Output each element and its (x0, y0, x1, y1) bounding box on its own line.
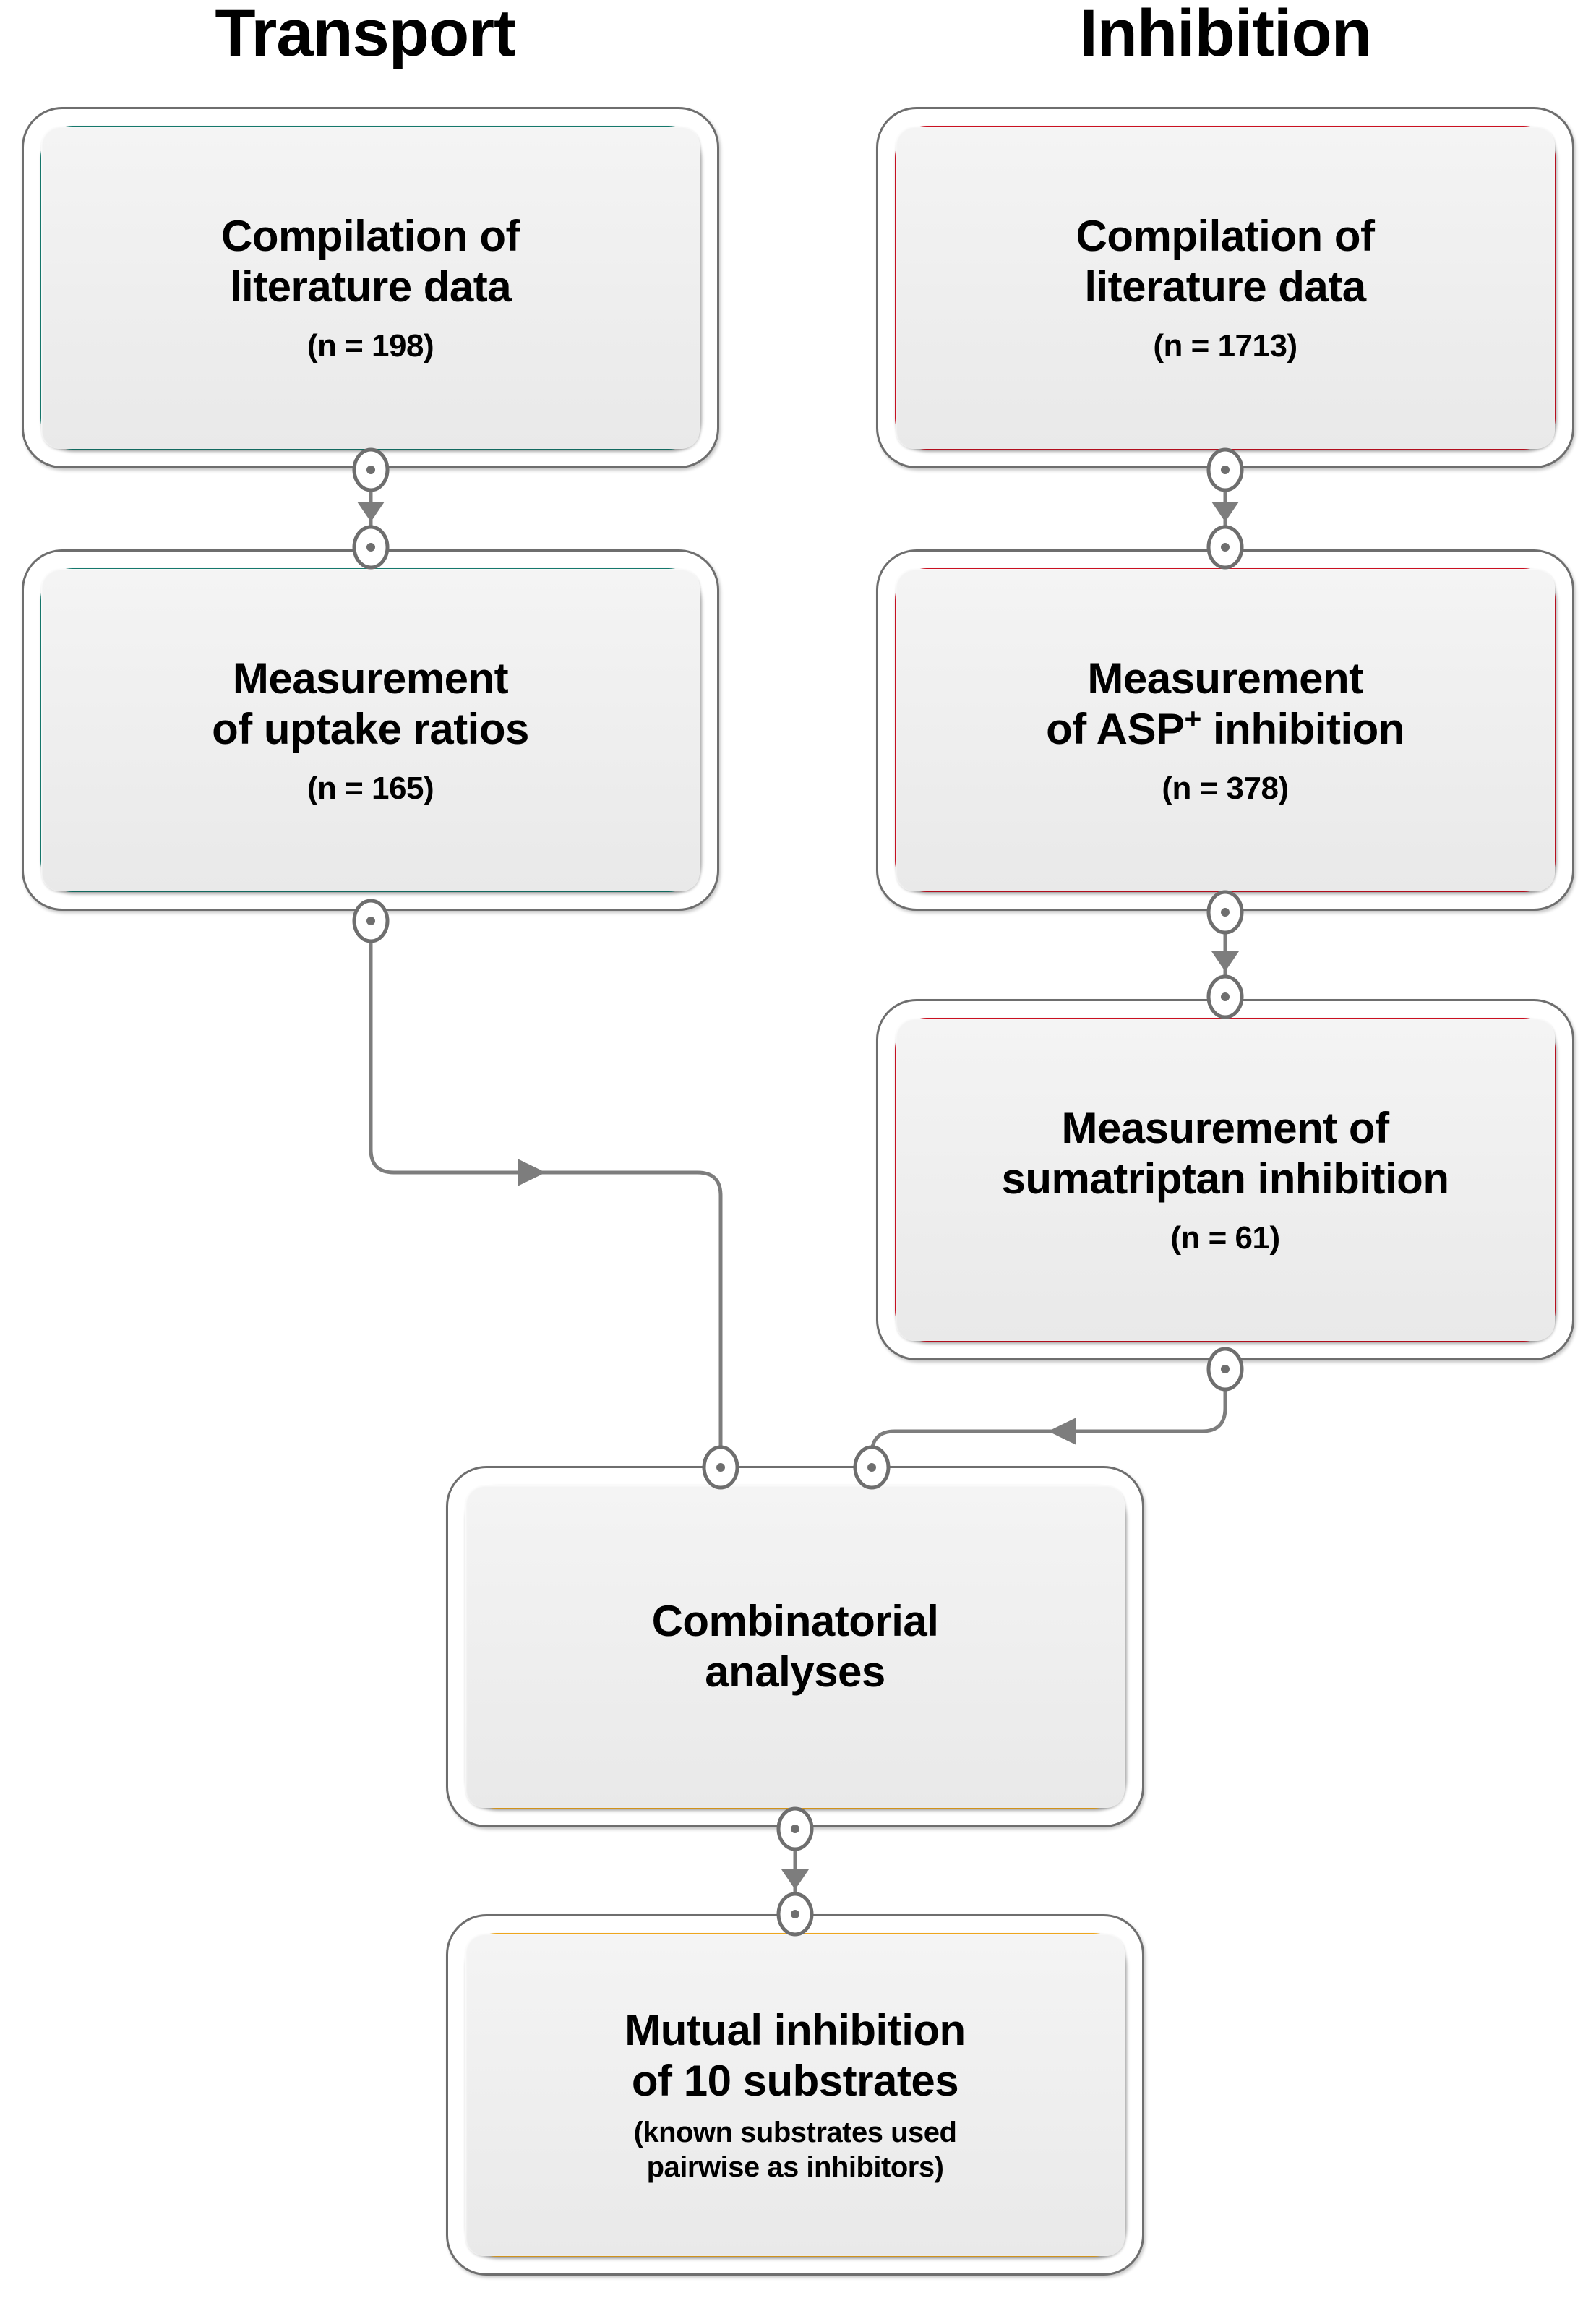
node-body: Measurement of uptake ratios (n = 165) (41, 569, 700, 891)
node-count: (known substrates used pairwise as inhib… (633, 2117, 957, 2183)
edge-line (369, 933, 723, 1466)
node-mutual-inhibition[interactable]: Mutual inhibition of 10 substrates (know… (446, 1914, 1144, 2276)
node-title: Measurement of sumatriptan inhibition (1001, 1104, 1449, 1203)
arrowhead-icon (781, 1869, 809, 1890)
node-body: Combinatorial analyses (466, 1485, 1125, 1808)
node-body: Compilation of literature data (n = 198) (41, 127, 700, 449)
column-title-inhibition: Inhibition (1079, 0, 1372, 70)
arrowhead-icon (357, 502, 385, 522)
arrowhead-icon (1211, 951, 1239, 972)
node-title-line2-pre: of ASP (1046, 705, 1185, 753)
node-inhibition-sumatriptan[interactable]: Measurement of sumatriptan inhibition (n… (876, 999, 1574, 1360)
node-count: (n = 165) (306, 770, 434, 806)
node-body: Mutual inhibition of 10 substrates (know… (466, 1934, 1125, 2256)
column-title-transport: Transport (215, 0, 515, 70)
node-transport-uptake[interactable]: Measurement of uptake ratios (n = 165) (22, 549, 719, 911)
arrowhead-icon (1211, 502, 1239, 522)
connection-point-dot-icon (1221, 1365, 1230, 1373)
superscript-plus: + (1184, 702, 1202, 735)
node-count: (n = 378) (1162, 770, 1289, 806)
node-combinatorial-analyses[interactable]: Combinatorial analyses (446, 1466, 1144, 1827)
node-count: (n = 1713) (1153, 327, 1297, 364)
node-transport-compilation[interactable]: Compilation of literature data (n = 198) (22, 107, 719, 468)
edge-uptake-to-combinatorial (352, 899, 739, 1490)
arrowhead-icon (518, 1159, 546, 1186)
node-count: (n = 61) (1170, 1219, 1280, 1256)
node-title: Compilation of literature data (1076, 212, 1375, 311)
arrowhead-icon (1048, 1418, 1076, 1445)
connection-point-dot-icon (366, 917, 375, 925)
edge-line (870, 1382, 1227, 1467)
node-count: (n = 198) (306, 327, 434, 364)
node-body: Compilation of literature data (n = 1713… (896, 127, 1555, 449)
node-title-line1: Measurement (1087, 654, 1363, 703)
node-title-line2-post: inhibition (1201, 705, 1404, 753)
node-inhibition-compilation[interactable]: Compilation of literature data (n = 1713… (876, 107, 1574, 468)
node-title: Combinatorial analyses (651, 1597, 939, 1696)
node-title: Measurement of uptake ratios (212, 654, 529, 753)
node-title: Compilation of literature data (221, 212, 520, 311)
node-title: Mutual inhibition of 10 substrates (625, 2006, 966, 2105)
node-body: Measurement of sumatriptan inhibition (n… (896, 1019, 1555, 1341)
